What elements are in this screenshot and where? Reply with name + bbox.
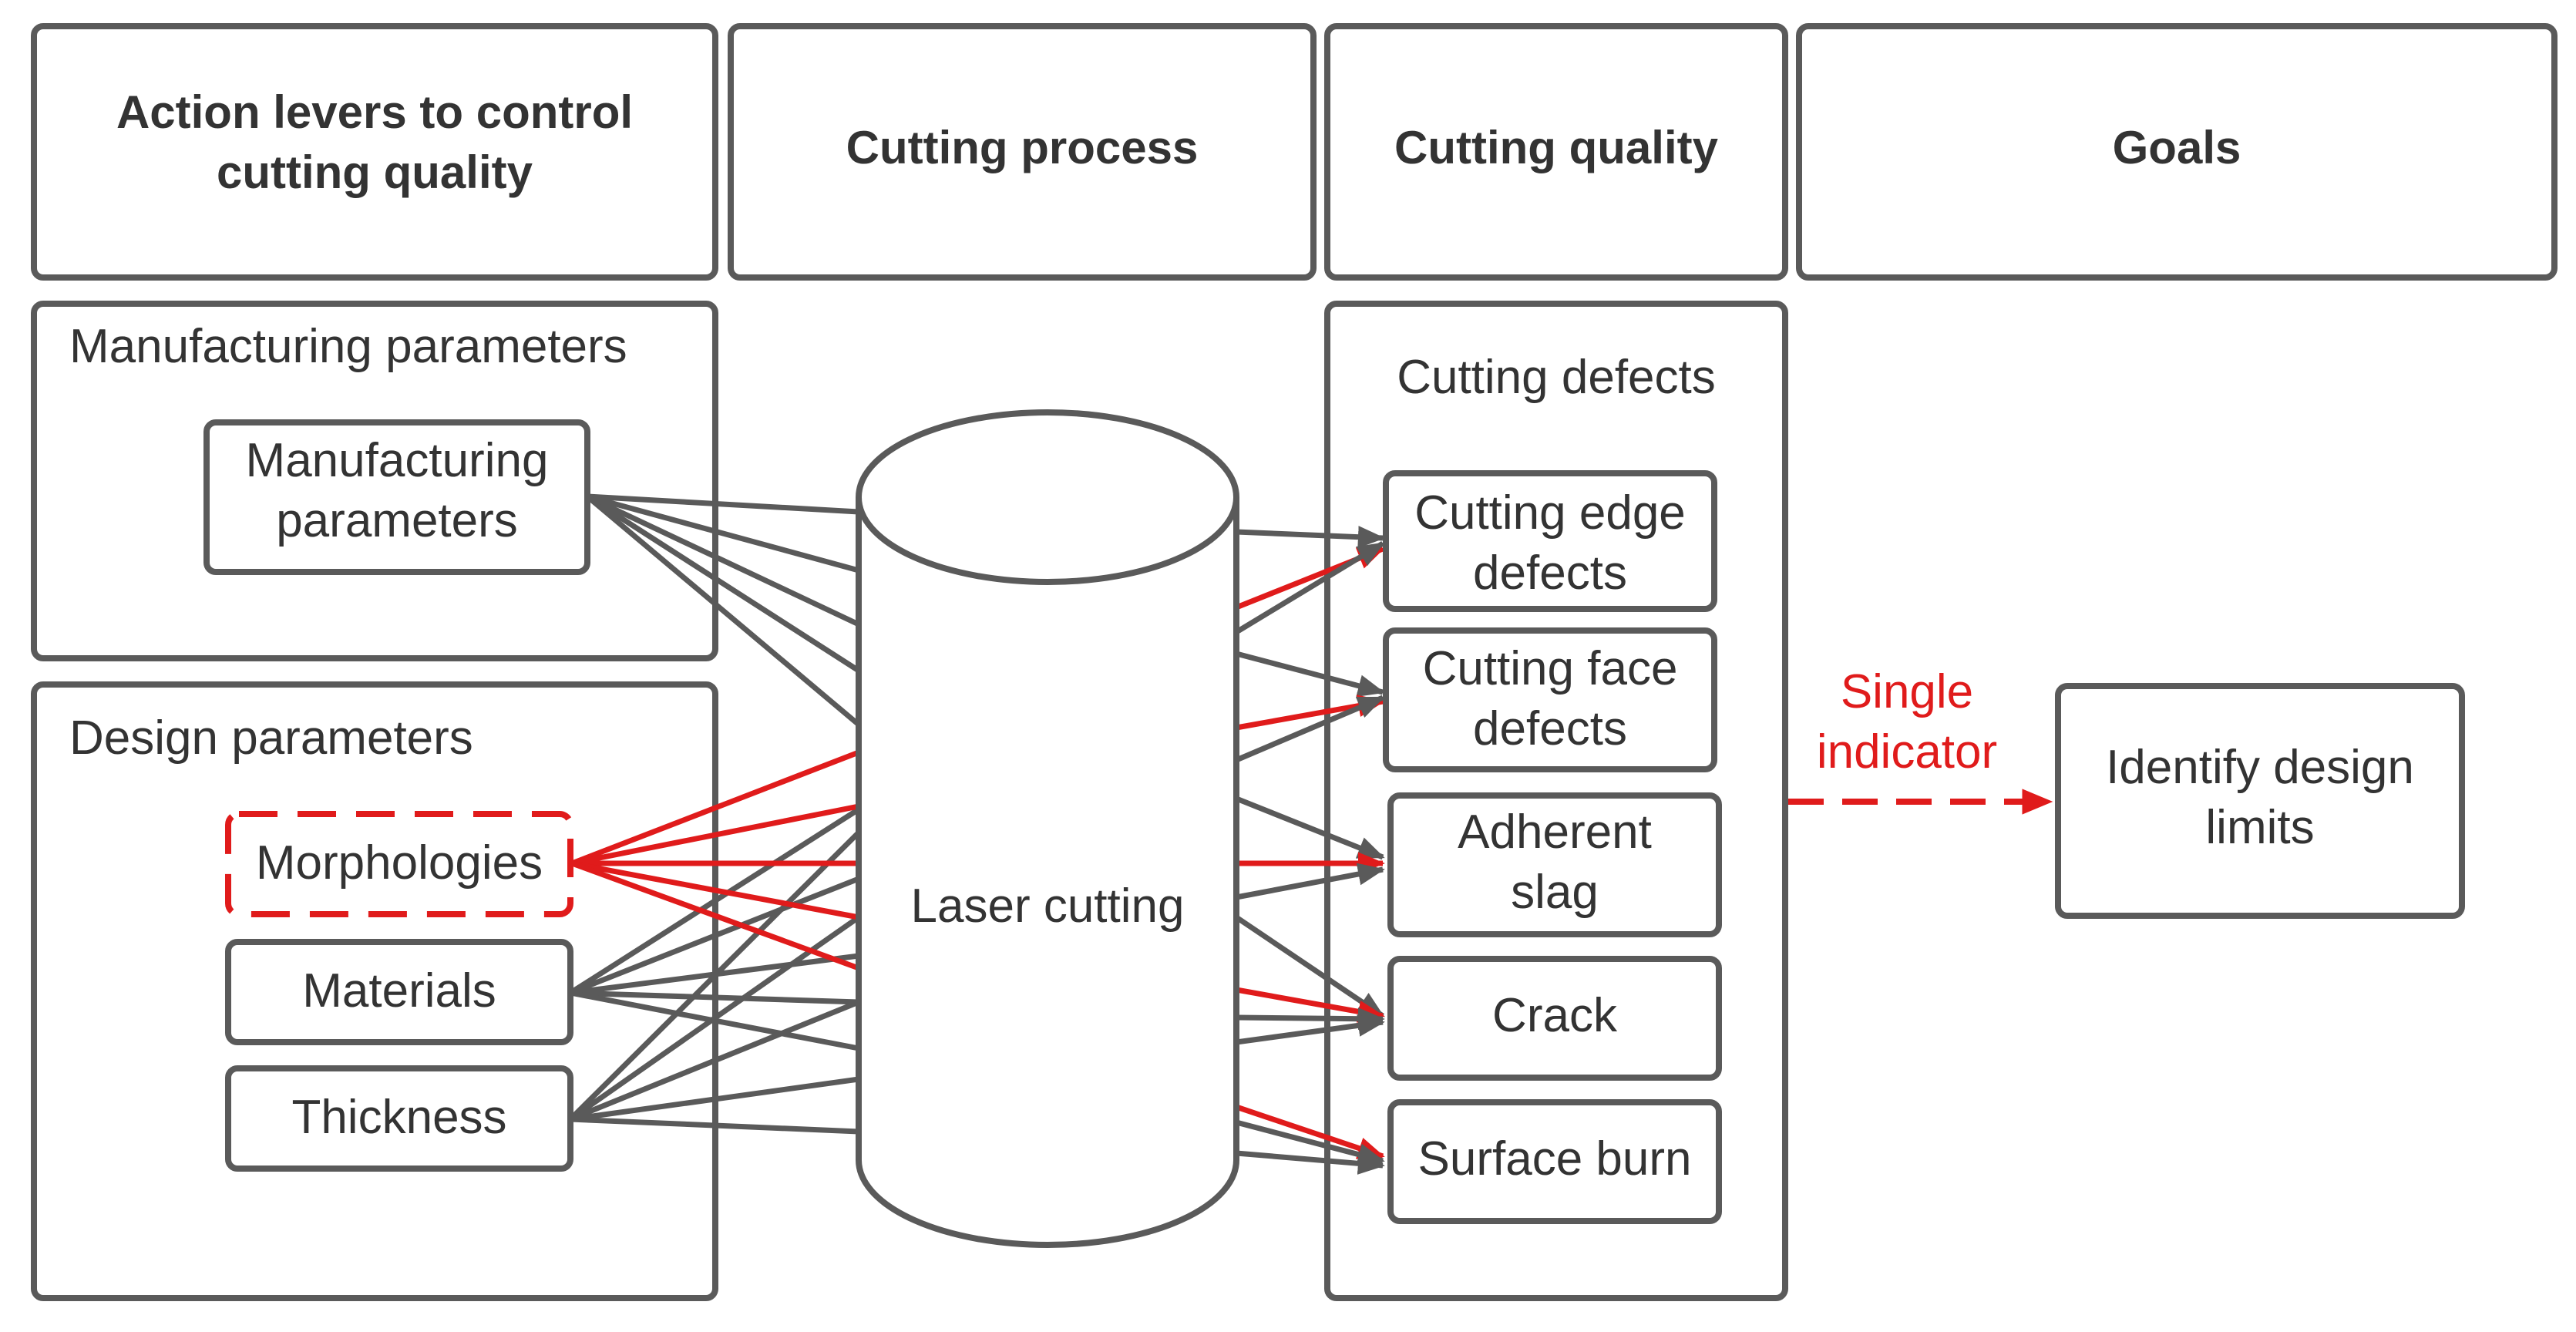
connector-materials — [569, 807, 860, 995]
arrow-to-edge-defects — [1236, 526, 1385, 549]
arrow-to-crack — [1236, 1014, 1385, 1045]
node-cutting-edge-defects — [1383, 470, 1717, 612]
connector-manufacturing — [587, 493, 859, 515]
header-box-cutting-process — [728, 23, 1317, 281]
connector-thickness — [570, 1116, 859, 1135]
connector-thickness — [568, 830, 861, 1122]
node-surface-burn — [1387, 1099, 1722, 1224]
node-manufacturing-parameters — [203, 419, 590, 575]
header-action-levers-line1: Action levers to control — [116, 86, 633, 138]
arrow-to-surface-burn — [1236, 1150, 1385, 1175]
node-identify-design-limits-line2: limits — [2205, 801, 2314, 854]
connector-morphologies — [570, 860, 860, 971]
connector-manufacturing — [586, 493, 860, 627]
node-thickness-label: Thickness — [291, 1091, 506, 1144]
node-adherent-slag-line1: Adherent — [1458, 806, 1652, 859]
node-crack-label: Crack — [1492, 989, 1618, 1042]
arrow-to-adherent-slag — [1235, 796, 1385, 860]
connector-thickness — [569, 999, 860, 1122]
connector-manufacturing — [585, 494, 861, 727]
node-materials-label: Materials — [302, 964, 496, 1018]
node-surface-burn-label: Surface burn — [1418, 1132, 1692, 1186]
node-thickness — [225, 1065, 573, 1172]
arrow-to-adherent-slag — [1236, 863, 1385, 900]
connector-materials — [569, 876, 860, 996]
arrow-to-face-defects — [1235, 695, 1385, 763]
manufacturing-group-title: Manufacturing parameters — [69, 320, 627, 373]
single-indicator-line1: Single — [1841, 665, 1973, 718]
single-indicator-line2: indicator — [1817, 725, 1997, 779]
node-morphologies — [225, 811, 573, 917]
node-cutting-face-defects — [1383, 627, 1717, 772]
laser-cutting-label: Laser cutting — [911, 880, 1185, 933]
header-box-goals — [1796, 23, 2558, 281]
laser-cutting-cylinder — [856, 409, 1239, 1248]
header-goals: Goals — [2113, 122, 2241, 173]
connector-morphologies — [571, 803, 859, 866]
arrow-to-edge-defects — [1235, 541, 1385, 634]
connector-thickness — [570, 1076, 859, 1122]
connector-morphologies — [570, 749, 860, 866]
node-manufacturing-parameters-line2: parameters — [276, 494, 518, 547]
header-action-levers-line2: cutting quality — [217, 146, 533, 198]
output-connectors — [1235, 526, 1385, 1175]
node-adherent-slag-line2: slag — [1511, 866, 1599, 919]
connector-materials — [570, 990, 859, 1005]
node-crack — [1387, 956, 1722, 1081]
node-cutting-edge-defects-line2: defects — [1473, 547, 1627, 600]
arrow-to-crack — [1235, 915, 1385, 1018]
node-cutting-face-defects-line1: Cutting face — [1423, 642, 1678, 695]
cutting-defects-title: Cutting defects — [1397, 351, 1716, 404]
node-identify-design-limits-line1: Identify design — [2106, 741, 2414, 794]
header-cutting-process: Cutting process — [846, 122, 1199, 173]
node-morphologies-label: Morphologies — [256, 836, 543, 890]
design-group-title: Design parameters — [69, 711, 473, 765]
connector-morphologies — [571, 860, 859, 920]
connector-manufacturing — [587, 493, 859, 574]
header-box-action-levers — [31, 23, 718, 281]
node-manufacturing-parameters-line1: Manufacturing — [246, 434, 549, 487]
node-identify-design-limits — [2055, 683, 2465, 919]
node-adherent-slag — [1387, 792, 1722, 937]
header-cutting-quality: Cutting quality — [1394, 122, 1719, 173]
arrow-to-face-defects — [1236, 651, 1385, 697]
connector-manufacturing — [586, 494, 860, 673]
node-materials — [225, 939, 573, 1045]
node-cutting-edge-defects-line1: Cutting edge — [1414, 486, 1686, 540]
input-connectors — [568, 493, 861, 1135]
header-box-cutting-quality — [1324, 23, 1788, 281]
node-cutting-face-defects-line2: defects — [1473, 702, 1627, 755]
arrow-to-crack — [1236, 1007, 1385, 1031]
